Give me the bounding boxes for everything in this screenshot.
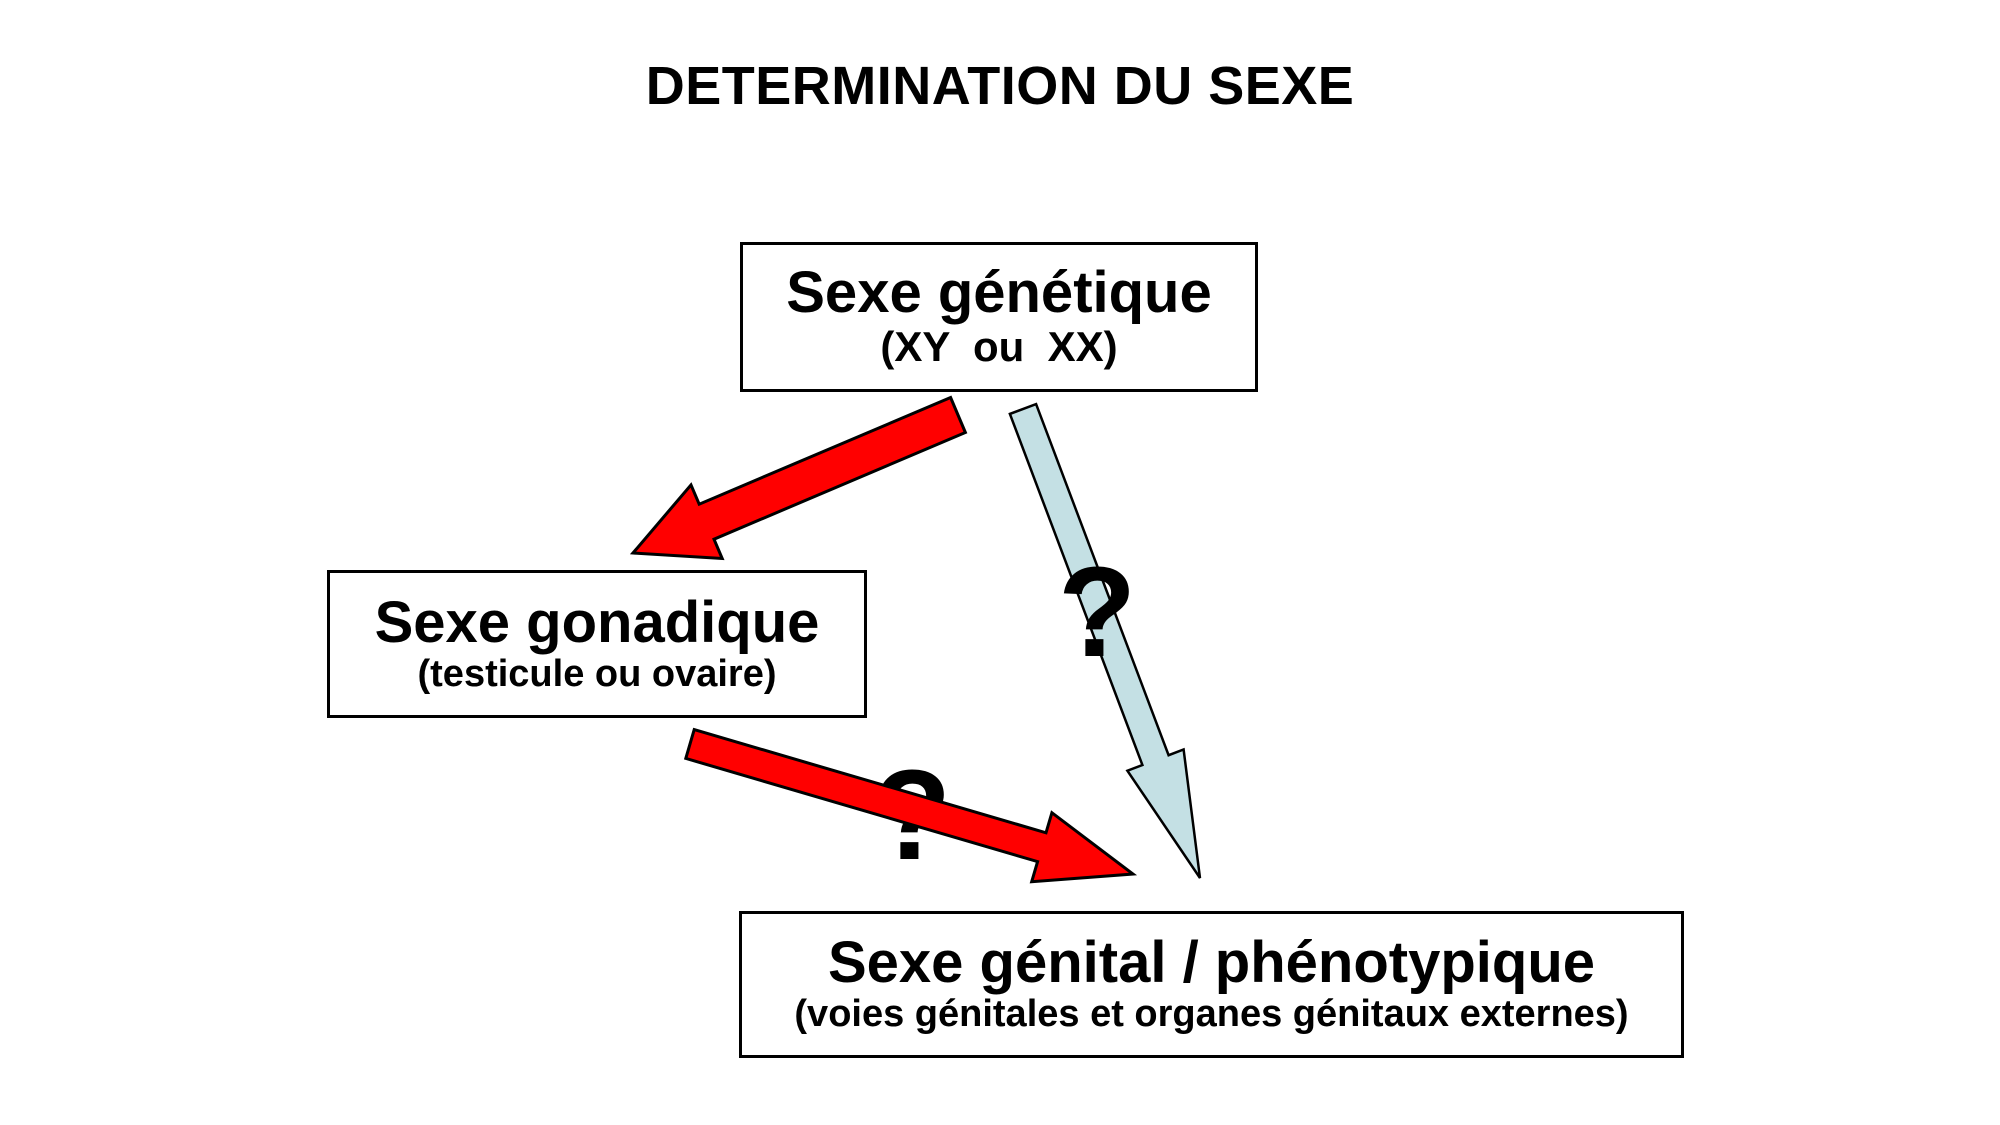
node-sexe-genital-label: Sexe génital / phénotypique bbox=[827, 930, 1596, 996]
node-sexe-gonadique-label: Sexe gonadique bbox=[374, 589, 820, 655]
slide-title: DETERMINATION DU SEXE bbox=[645, 56, 1355, 116]
node-sexe-genetique-sublabel: (XY ou XX) bbox=[880, 323, 1118, 371]
question-mark-genetic-to-genital: ? bbox=[1058, 541, 1137, 684]
node-sexe-genital-sublabel: (voies génitales et organes génitaux ext… bbox=[794, 993, 1629, 1036]
node-sexe-genital-phenotypique: Sexe génital / phénotypique (voies génit… bbox=[739, 911, 1684, 1058]
node-sexe-gonadique: Sexe gonadique (testicule ou ovaire) bbox=[327, 570, 867, 718]
node-sexe-gonadique-sublabel: (testicule ou ovaire) bbox=[417, 652, 777, 695]
question-mark-gonadal-to-genital: ? bbox=[873, 744, 952, 887]
node-sexe-genetique-label: Sexe génétique bbox=[786, 260, 1212, 326]
node-sexe-genetique: Sexe génétique (XY ou XX) bbox=[740, 242, 1258, 392]
red-arrow-genetic-to-gonadal bbox=[629, 395, 968, 561]
